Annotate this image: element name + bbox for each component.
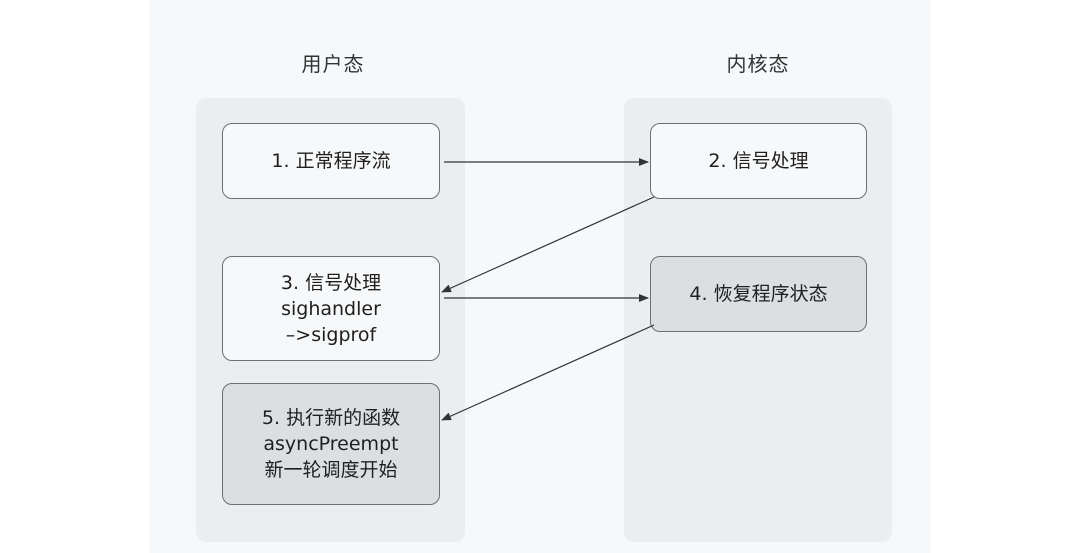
node-async-preempt-line-2: asyncPreempt xyxy=(263,433,399,455)
column-title-kernel: 内核态 xyxy=(726,52,790,76)
node-user-signal-handler-line-3: –>sigprof xyxy=(285,323,377,346)
arrows-layer xyxy=(441,158,655,421)
column-title-user: 用户态 xyxy=(301,52,365,76)
node-normal-flow-line-1: 1. 正常程序流 xyxy=(271,150,391,172)
arrow-4-to-5 xyxy=(441,324,655,421)
node-user-signal-handler-line-1: 3. 信号处理 xyxy=(280,271,382,294)
node-user-signal-handler: 3. 信号处理 sighandler –>sigprof xyxy=(222,256,440,361)
node-user-signal-handler-line-2: sighandler xyxy=(281,297,381,320)
node-normal-flow: 1. 正常程序流 xyxy=(222,123,440,199)
diagram-canvas: 用户态 内核态 1. 正常程序流 2. 信号处理 3. 信号处理 sighand… xyxy=(149,0,931,553)
node-async-preempt: 5. 执行新的函数 asyncPreempt 新一轮调度开始 xyxy=(222,383,440,505)
node-async-preempt-line-1: 5. 执行新的函数 xyxy=(261,407,401,429)
node-async-preempt-line-3: 新一轮调度开始 xyxy=(264,459,398,481)
node-restore-state-line-1: 4. 恢复程序状态 xyxy=(689,283,828,305)
node-restore-state: 4. 恢复程序状态 xyxy=(650,256,867,332)
arrow-2-to-3 xyxy=(441,196,655,293)
node-kernel-signal-handling-line-1: 2. 信号处理 xyxy=(708,150,809,172)
node-kernel-signal-handling: 2. 信号处理 xyxy=(650,123,867,199)
